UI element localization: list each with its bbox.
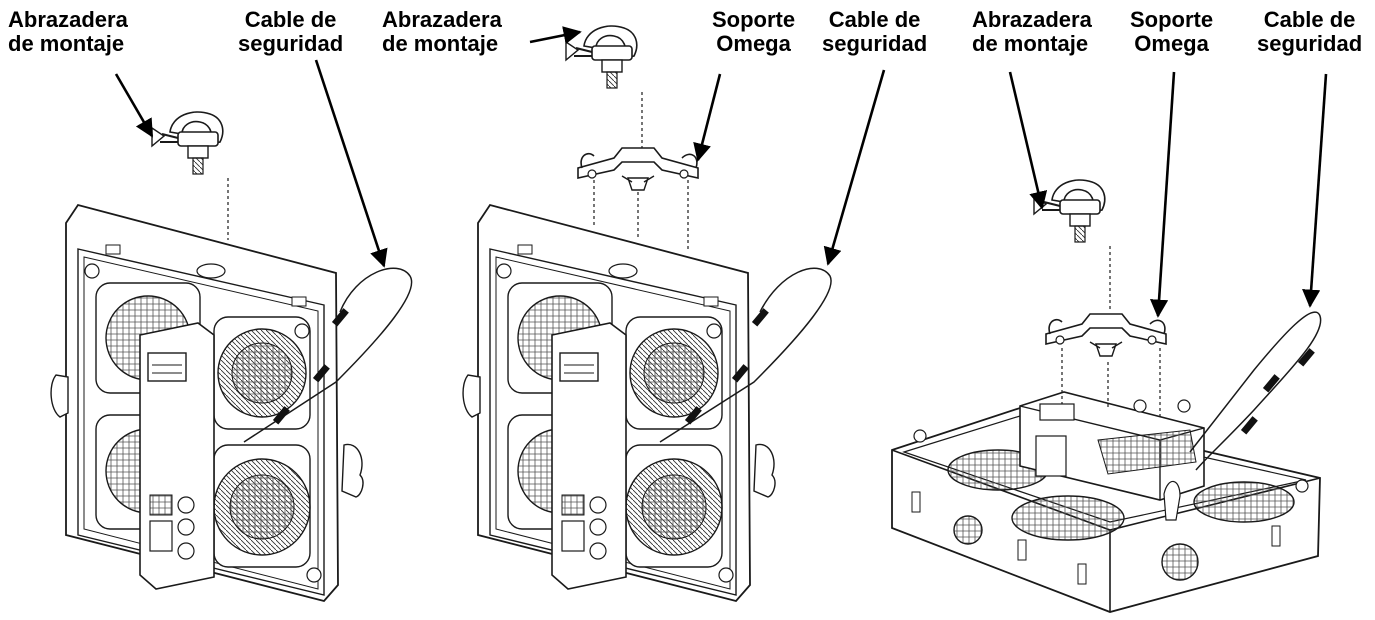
arrow-right-omega: [1149, 71, 1176, 318]
label-middle-mounting-clamp: Abrazadera de montaje: [382, 7, 502, 56]
panel-left: [50, 59, 413, 602]
mounting-clamp-right: [1033, 179, 1106, 243]
omega-bracket-middle: [577, 147, 699, 191]
label-right-mounting-clamp: Abrazadera de montaje: [972, 7, 1092, 56]
fixture-upright-left: [50, 204, 364, 602]
safety-cable-middle: [659, 267, 832, 443]
fixture-horizontal-right: [891, 391, 1321, 613]
omega-bracket-right: [1045, 313, 1167, 357]
label-middle-safety-cable: Cable de seguridad: [822, 7, 928, 56]
arrow-middle-omega: [693, 73, 722, 162]
arrow-left-cable: [314, 59, 388, 268]
safety-cable-right: [1189, 311, 1322, 471]
label-right-omega-bracket: Soporte Omega: [1130, 7, 1214, 56]
label-left-mounting-clamp: Abrazadera de montaje: [8, 7, 128, 56]
arrow-middle-clamp: [529, 26, 582, 45]
label-left-safety-cable: Cable de seguridad: [238, 7, 344, 56]
panel-right: [891, 71, 1328, 613]
arrow-right-clamp: [1008, 71, 1048, 210]
label-middle-omega-bracket: Soporte Omega: [712, 7, 796, 56]
mounting-clamp-middle: [565, 25, 638, 89]
arrow-middle-cable: [823, 69, 886, 266]
label-right-safety-cable: Cable de seguridad: [1257, 7, 1363, 56]
fixture-upright-middle: [462, 204, 776, 602]
panel-middle: [462, 25, 886, 602]
arrow-left-clamp: [114, 73, 154, 138]
mounting-clamp-left: [151, 111, 224, 175]
arrow-right-cable: [1302, 73, 1328, 308]
safety-cable-left: [243, 267, 413, 443]
